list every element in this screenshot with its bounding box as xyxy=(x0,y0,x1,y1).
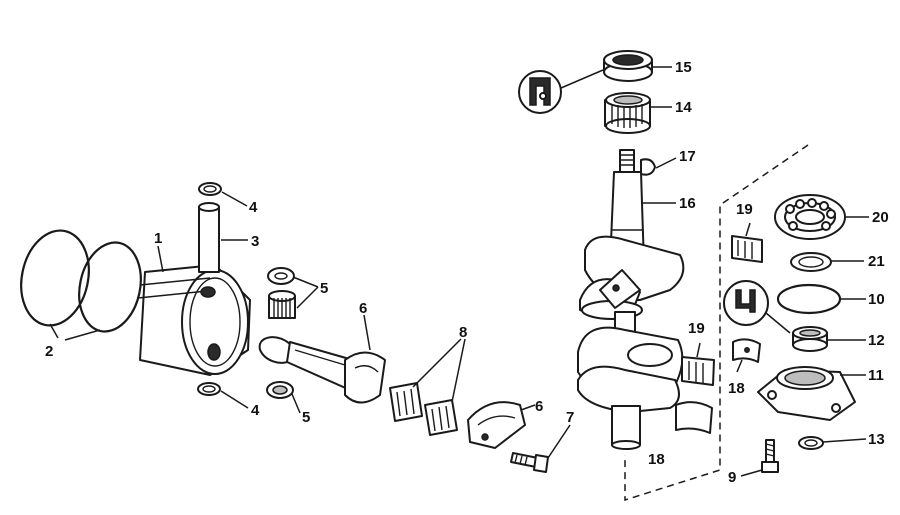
callout-8: 8 xyxy=(459,324,467,341)
callout-18-upper: 18 xyxy=(728,380,745,397)
piston-rings xyxy=(20,229,142,333)
bearing-half-upper-19 xyxy=(731,235,763,263)
bearing-housing xyxy=(757,366,856,421)
callout-9: 9 xyxy=(728,469,736,486)
retaining-ring-lower xyxy=(197,382,221,396)
cap-screw xyxy=(510,452,549,473)
wrist-pin xyxy=(198,202,220,273)
retaining-ring-upper xyxy=(198,182,222,196)
crankshaft xyxy=(577,149,685,450)
callout-10: 10 xyxy=(868,291,885,308)
thrust-washer-lower xyxy=(266,381,294,399)
callout-1: 1 xyxy=(154,230,162,247)
callout-13: 13 xyxy=(868,431,885,448)
housing-screw xyxy=(761,439,779,473)
callout-4-lower: 4 xyxy=(251,402,260,419)
callout-2: 2 xyxy=(45,343,53,360)
snap-ring xyxy=(790,252,832,272)
needle-bearing-top xyxy=(604,92,651,134)
o-ring xyxy=(776,283,842,315)
bearing-cage-right xyxy=(424,399,458,436)
callout-6-cap: 6 xyxy=(535,398,543,415)
callout-3: 3 xyxy=(251,233,259,250)
bearing-cage-left xyxy=(389,382,423,422)
callout-14: 14 xyxy=(675,99,692,116)
rod-cap xyxy=(467,401,526,449)
piston xyxy=(137,264,251,376)
callout-16: 16 xyxy=(679,195,696,212)
callout-6-rod: 6 xyxy=(359,300,367,317)
oil-seal xyxy=(603,50,653,82)
needle-bearing-small xyxy=(268,290,296,319)
thrust-washer-upper xyxy=(267,267,295,285)
callout-19-middle: 19 xyxy=(688,320,705,337)
callout-5-upper: 5 xyxy=(320,280,328,297)
ball-bearing xyxy=(774,194,846,240)
bearing-half-19-middle xyxy=(681,356,715,386)
lower-seal xyxy=(792,326,828,352)
woodruff-key xyxy=(640,158,656,176)
assembly-boundary-dashed xyxy=(624,144,809,502)
callout-20: 20 xyxy=(872,209,889,226)
bearing-detail-inset-icon xyxy=(723,280,791,334)
connecting-rod xyxy=(258,336,386,404)
callout-15: 15 xyxy=(675,59,692,76)
callout-4-upper: 4 xyxy=(249,199,258,216)
callout-5-lower: 5 xyxy=(302,409,310,426)
seal-detail-inset-icon xyxy=(518,69,604,114)
bearing-half-18-bottom xyxy=(675,401,713,434)
washer xyxy=(798,436,824,450)
callout-7: 7 xyxy=(566,409,574,426)
callout-18-lower: 18 xyxy=(648,451,665,468)
leader-lines xyxy=(49,66,869,477)
callout-17: 17 xyxy=(679,148,696,165)
callout-21: 21 xyxy=(868,253,885,270)
bearing-half-18-top xyxy=(732,338,761,363)
callout-11: 11 xyxy=(868,367,884,384)
callout-12: 12 xyxy=(868,332,885,349)
callout-19-upper: 19 xyxy=(736,201,753,218)
callout-labels: 1 2 3 4 4 5 5 6 6 7 8 9 10 11 12 13 14 1… xyxy=(45,59,889,486)
